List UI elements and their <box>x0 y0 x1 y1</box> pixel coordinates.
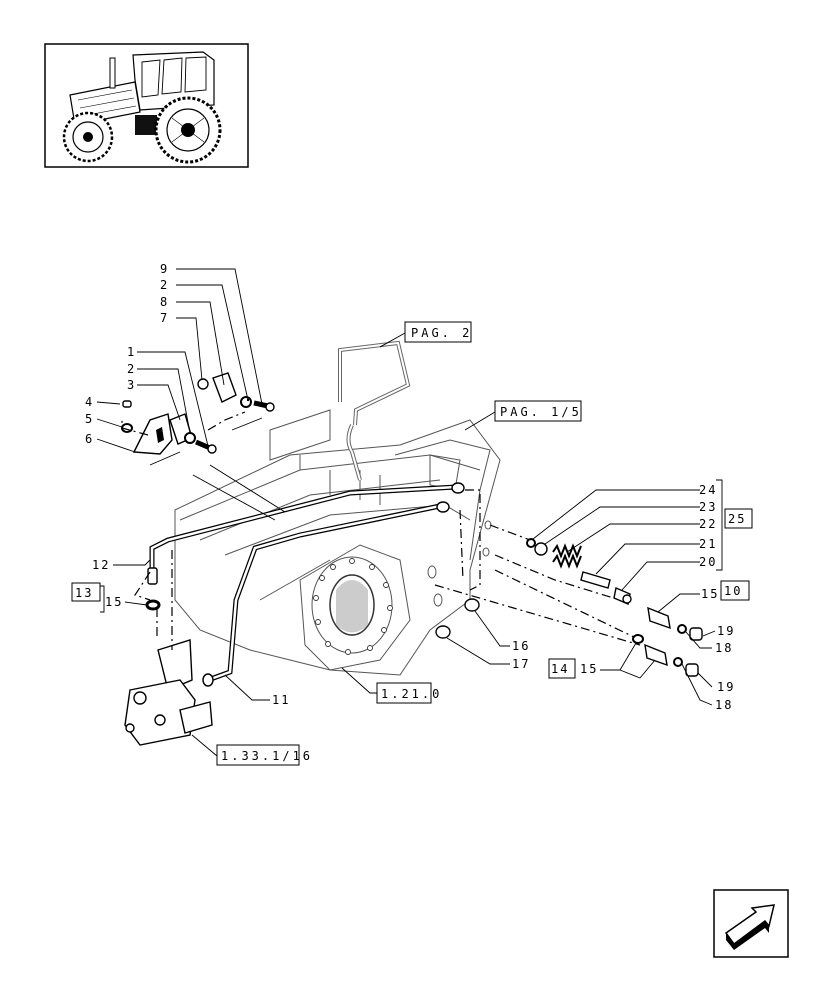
callout-14: 14 <box>551 662 569 676</box>
ref-1-21-0[interactable]: 1.21.0 <box>381 687 442 701</box>
bracket-assembly <box>121 372 275 455</box>
callout-8: 8 <box>160 295 169 309</box>
callout-3: 3 <box>127 378 136 392</box>
reference-boxes <box>71 321 753 766</box>
callout-12: 12 <box>92 558 110 572</box>
leader-lines <box>96 268 723 757</box>
ref-1-33-1-16[interactable]: 1.33.1/16 <box>221 749 313 763</box>
callout-2: 2 <box>160 278 169 292</box>
pipe-12 <box>149 484 457 568</box>
callout-4: 4 <box>85 395 94 409</box>
callout-23: 23 <box>699 500 717 514</box>
callout-7: 7 <box>160 311 169 325</box>
pipe-11 <box>207 503 441 683</box>
ref-pag-1-5[interactable]: PAG. 1/5 <box>500 405 582 419</box>
valve-block <box>124 639 213 746</box>
callout-15: 15 <box>701 587 719 601</box>
ref-pag-2[interactable]: PAG. 2 <box>411 326 472 340</box>
callout-15: 15 <box>105 595 123 609</box>
callout-labels: 9 2 8 7 1 2 3 4 5 6 12 13 15 11 16 17 24… <box>75 262 746 712</box>
callout-9: 9 <box>160 262 169 276</box>
callout-17: 17 <box>512 657 530 671</box>
callout-13: 13 <box>75 586 93 600</box>
callout-5: 5 <box>85 412 94 426</box>
callout-18: 18 <box>715 641 733 655</box>
next-page-arrow-icon[interactable] <box>713 889 789 958</box>
callout-22: 22 <box>699 517 717 531</box>
relief-valve-parts <box>435 538 703 677</box>
tractor-thumbnail-icon <box>44 43 249 168</box>
callout-11: 11 <box>272 693 290 707</box>
callout-25: 25 <box>728 512 746 526</box>
callout-16: 16 <box>512 639 530 653</box>
callout-21: 21 <box>699 537 717 551</box>
callout-19: 19 <box>717 624 735 638</box>
callout-1: 1 <box>127 345 136 359</box>
transmission-housing <box>174 409 501 676</box>
callout-19: 19 <box>717 680 735 694</box>
callout-10: 10 <box>724 584 742 598</box>
callout-20: 20 <box>699 555 717 569</box>
callout-6: 6 <box>85 432 94 446</box>
callout-15: 15 <box>580 662 598 676</box>
callout-18: 18 <box>715 698 733 712</box>
callout-2: 2 <box>127 362 136 376</box>
callout-24: 24 <box>699 483 717 497</box>
